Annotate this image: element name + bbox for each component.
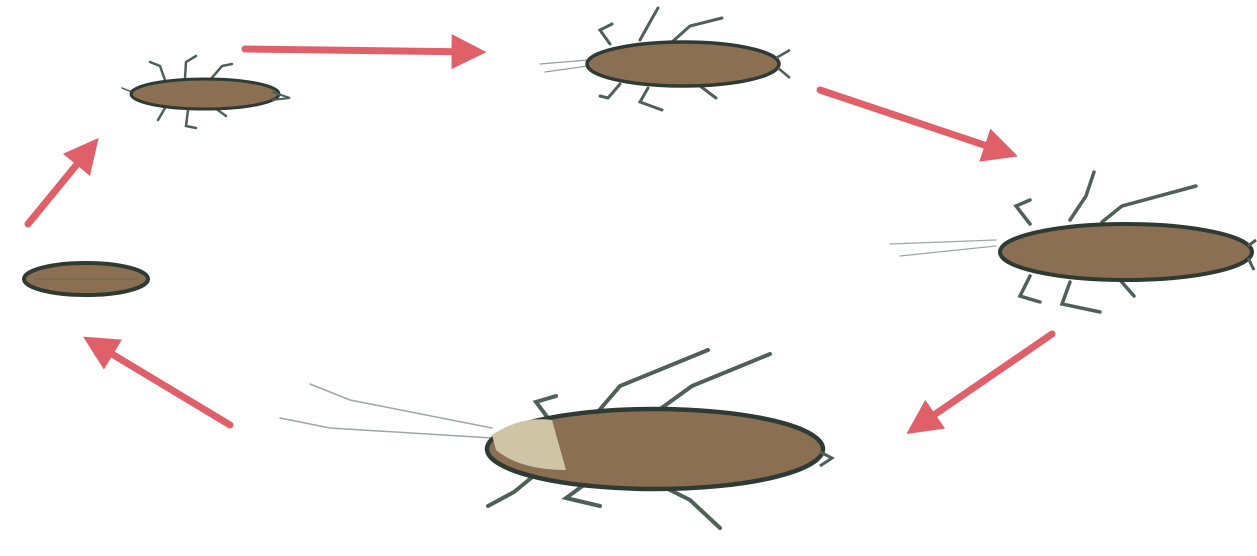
arrow-adult-to-egg [92, 342, 230, 425]
small-nymph-icon [122, 56, 290, 128]
arrow-small-to-medium-nymph [245, 49, 476, 52]
arrow-medium-to-large-nymph [820, 90, 1008, 153]
adult-cockroach-icon [280, 350, 832, 528]
arrow-egg-to-small-nymph [28, 146, 92, 224]
arrow-large-nymph-to-adult [915, 334, 1052, 428]
ootheca-icon [24, 263, 148, 295]
medium-nymph-icon [540, 8, 790, 110]
large-nymph-icon [890, 172, 1256, 312]
